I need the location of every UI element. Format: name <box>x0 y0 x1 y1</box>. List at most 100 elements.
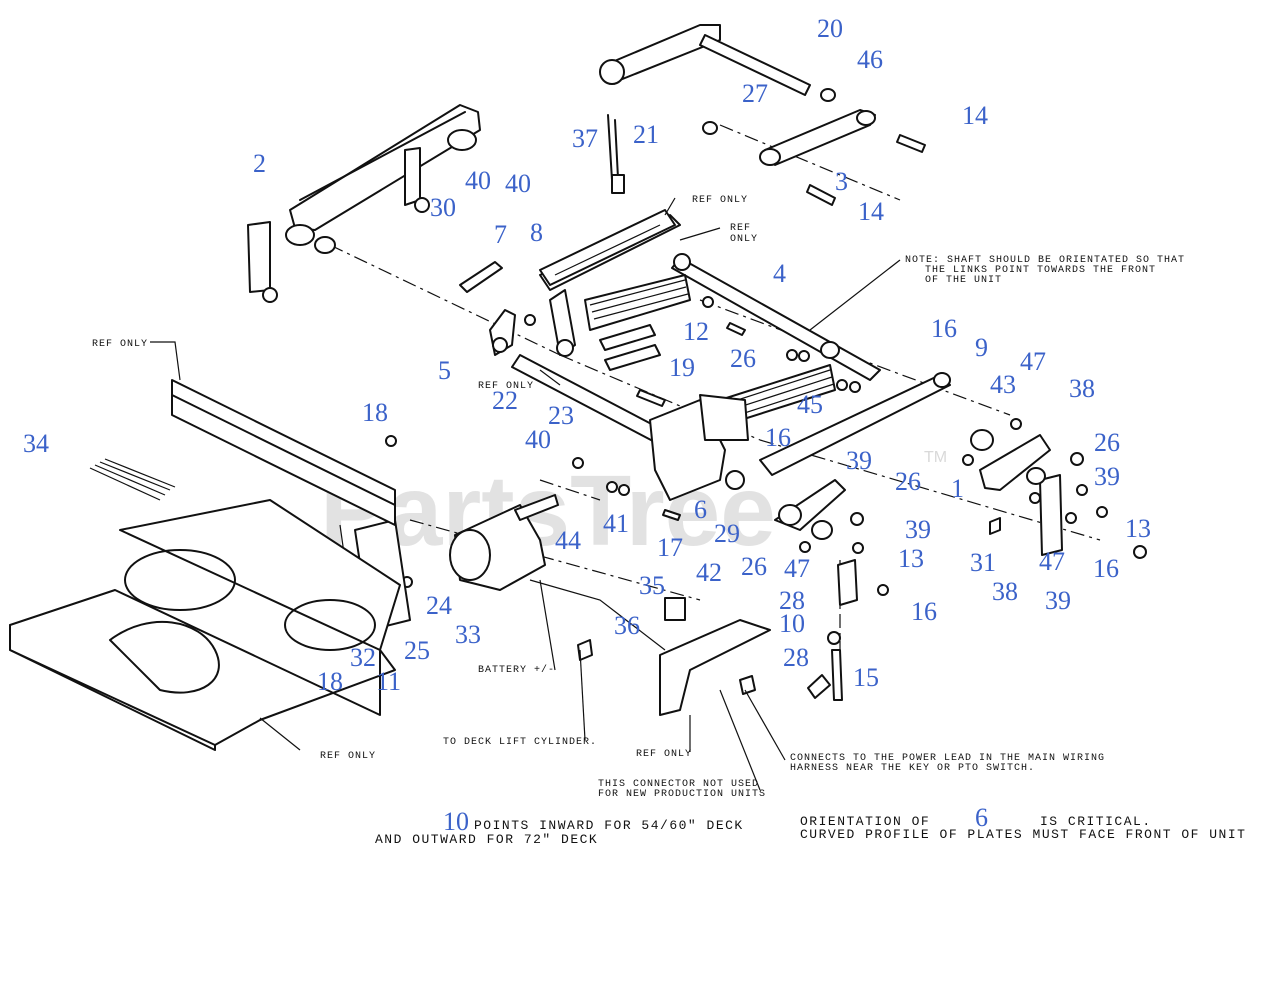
callout-34[interactable]: 34 <box>23 429 49 458</box>
hardware <box>385 296 1147 701</box>
callout-3[interactable]: 3 <box>835 167 848 196</box>
callout-16c[interactable]: 16 <box>1093 554 1119 583</box>
callout-43[interactable]: 43 <box>990 370 1016 399</box>
callout-26b[interactable]: 26 <box>1094 428 1120 457</box>
center-plates <box>649 394 749 501</box>
callout-10[interactable]: 10 <box>779 609 805 638</box>
callout-21[interactable]: 21 <box>633 120 659 149</box>
callout-16b[interactable]: 16 <box>765 423 791 452</box>
callout-17[interactable]: 17 <box>657 533 683 562</box>
callout-26d[interactable]: 26 <box>741 552 767 581</box>
points-note-2: AND OUTWARD FOR 72" DECK <box>375 832 598 847</box>
deck-lift-note: TO DECK LIFT CYLINDER. <box>443 737 597 748</box>
callout-12[interactable]: 12 <box>683 317 709 346</box>
callout-13a[interactable]: 13 <box>1125 514 1151 543</box>
connects-note-1: CONNECTS TO THE POWER LEAD IN THE MAIN W… <box>790 753 1105 764</box>
orient-note-callout: 6 <box>975 803 988 832</box>
notes: REF ONLY REF ONLY REF ONLY REF ONLY REF … <box>92 195 1246 847</box>
callout-35[interactable]: 35 <box>639 571 665 600</box>
orient-note-2: CURVED PROFILE OF PLATES MUST FACE FRONT… <box>800 827 1246 842</box>
callout-7[interactable]: 7 <box>494 220 507 249</box>
callout-39c[interactable]: 39 <box>905 515 931 544</box>
right-arms <box>759 372 1063 606</box>
callout-2[interactable]: 2 <box>253 149 266 178</box>
callout-32[interactable]: 32 <box>350 643 376 672</box>
callout-42[interactable]: 42 <box>696 558 722 587</box>
callout-26c[interactable]: 26 <box>895 467 921 496</box>
callout-38b[interactable]: 38 <box>992 577 1018 606</box>
callout-38a[interactable]: 38 <box>1069 374 1095 403</box>
callout-39a[interactable]: 39 <box>846 446 872 475</box>
callout-19[interactable]: 19 <box>669 353 695 382</box>
callout-11[interactable]: 11 <box>376 667 401 696</box>
callout-23[interactable]: 23 <box>548 401 574 430</box>
callout-24[interactable]: 24 <box>426 591 452 620</box>
shaft-note-3: OF THE UNIT <box>925 275 1002 286</box>
callout-1[interactable]: 1 <box>951 474 964 503</box>
callout-13b[interactable]: 13 <box>898 544 924 573</box>
callout-22[interactable]: 22 <box>492 386 518 415</box>
ref-only-top: REF ONLY <box>692 195 748 206</box>
callout-47c[interactable]: 47 <box>1039 547 1065 576</box>
callout-40c[interactable]: 40 <box>525 425 551 454</box>
tie-straps-34 <box>89 458 176 501</box>
orient-note-post: IS CRITICAL. <box>1040 814 1152 829</box>
connector-note-2: FOR NEW PRODUCTION UNITS <box>598 789 766 800</box>
callout-46[interactable]: 46 <box>857 45 883 74</box>
electrical-bracket <box>529 579 771 716</box>
callout-18b[interactable]: 18 <box>317 667 343 696</box>
callout-40b[interactable]: 40 <box>505 169 531 198</box>
callout-39d[interactable]: 39 <box>1045 586 1071 615</box>
callout-14a[interactable]: 14 <box>962 101 988 130</box>
callout-26a[interactable]: 26 <box>730 344 756 373</box>
callout-27[interactable]: 27 <box>742 79 768 108</box>
callout-28a[interactable]: 28 <box>779 586 805 615</box>
points-note-callout: 10 <box>443 807 469 836</box>
callout-4[interactable]: 4 <box>773 259 786 288</box>
callout-5[interactable]: 5 <box>438 356 451 385</box>
top-right-links <box>599 24 926 206</box>
callout-29[interactable]: 29 <box>714 519 740 548</box>
frame-rail <box>171 379 396 526</box>
callout-18a[interactable]: 18 <box>362 398 388 427</box>
callout-8[interactable]: 8 <box>530 218 543 247</box>
callout-41[interactable]: 41 <box>603 509 629 538</box>
ref-label-b: ONLY <box>730 234 758 245</box>
floor-plate <box>9 499 401 751</box>
callout-47a[interactable]: 47 <box>1020 347 1046 376</box>
callout-6[interactable]: 6 <box>694 495 707 524</box>
watermark-trademark: TM <box>924 449 947 466</box>
callout-45[interactable]: 45 <box>797 390 823 419</box>
ref-only-rail: REF ONLY <box>92 339 148 350</box>
callout-9[interactable]: 9 <box>975 333 988 362</box>
callout-39b[interactable]: 39 <box>1094 462 1120 491</box>
callout-14b[interactable]: 14 <box>858 197 884 226</box>
ref-label-a: REF <box>730 223 751 234</box>
ref-only-mid: REF ONLY <box>478 381 534 392</box>
callout-40a[interactable]: 40 <box>465 166 491 195</box>
callout-20[interactable]: 20 <box>817 14 843 43</box>
callout-44[interactable]: 44 <box>555 526 581 555</box>
shaft-note-1: NOTE: SHAFT SHOULD BE ORIENTATED SO THAT <box>905 255 1185 266</box>
connector-note-1: THIS CONNECTOR NOT USED <box>598 779 759 790</box>
callout-47b[interactable]: 47 <box>784 554 810 583</box>
orient-note-pre: ORIENTATION OF <box>800 814 930 829</box>
leader-lines <box>150 197 901 791</box>
callout-16d[interactable]: 16 <box>911 597 937 626</box>
callout-30[interactable]: 30 <box>430 193 456 222</box>
battery-note: BATTERY +/- <box>478 664 555 676</box>
callout-25[interactable]: 25 <box>404 636 430 665</box>
callout-28b[interactable]: 28 <box>783 643 809 672</box>
upper-lift-arm-assembly <box>247 104 481 303</box>
callout-15[interactable]: 15 <box>853 663 879 692</box>
callout-37[interactable]: 37 <box>572 124 598 153</box>
callout-16a[interactable]: 16 <box>931 314 957 343</box>
points-note-1: POINTS INWARD FOR 54/60" DECK <box>474 818 744 833</box>
rod-21 <box>607 114 625 194</box>
ref-only-plate: REF ONLY <box>320 751 376 762</box>
callout-33[interactable]: 33 <box>455 620 481 649</box>
ref-only-bracket: REF ONLY <box>636 749 692 760</box>
callout-36[interactable]: 36 <box>614 611 640 640</box>
callout-31[interactable]: 31 <box>970 548 996 577</box>
